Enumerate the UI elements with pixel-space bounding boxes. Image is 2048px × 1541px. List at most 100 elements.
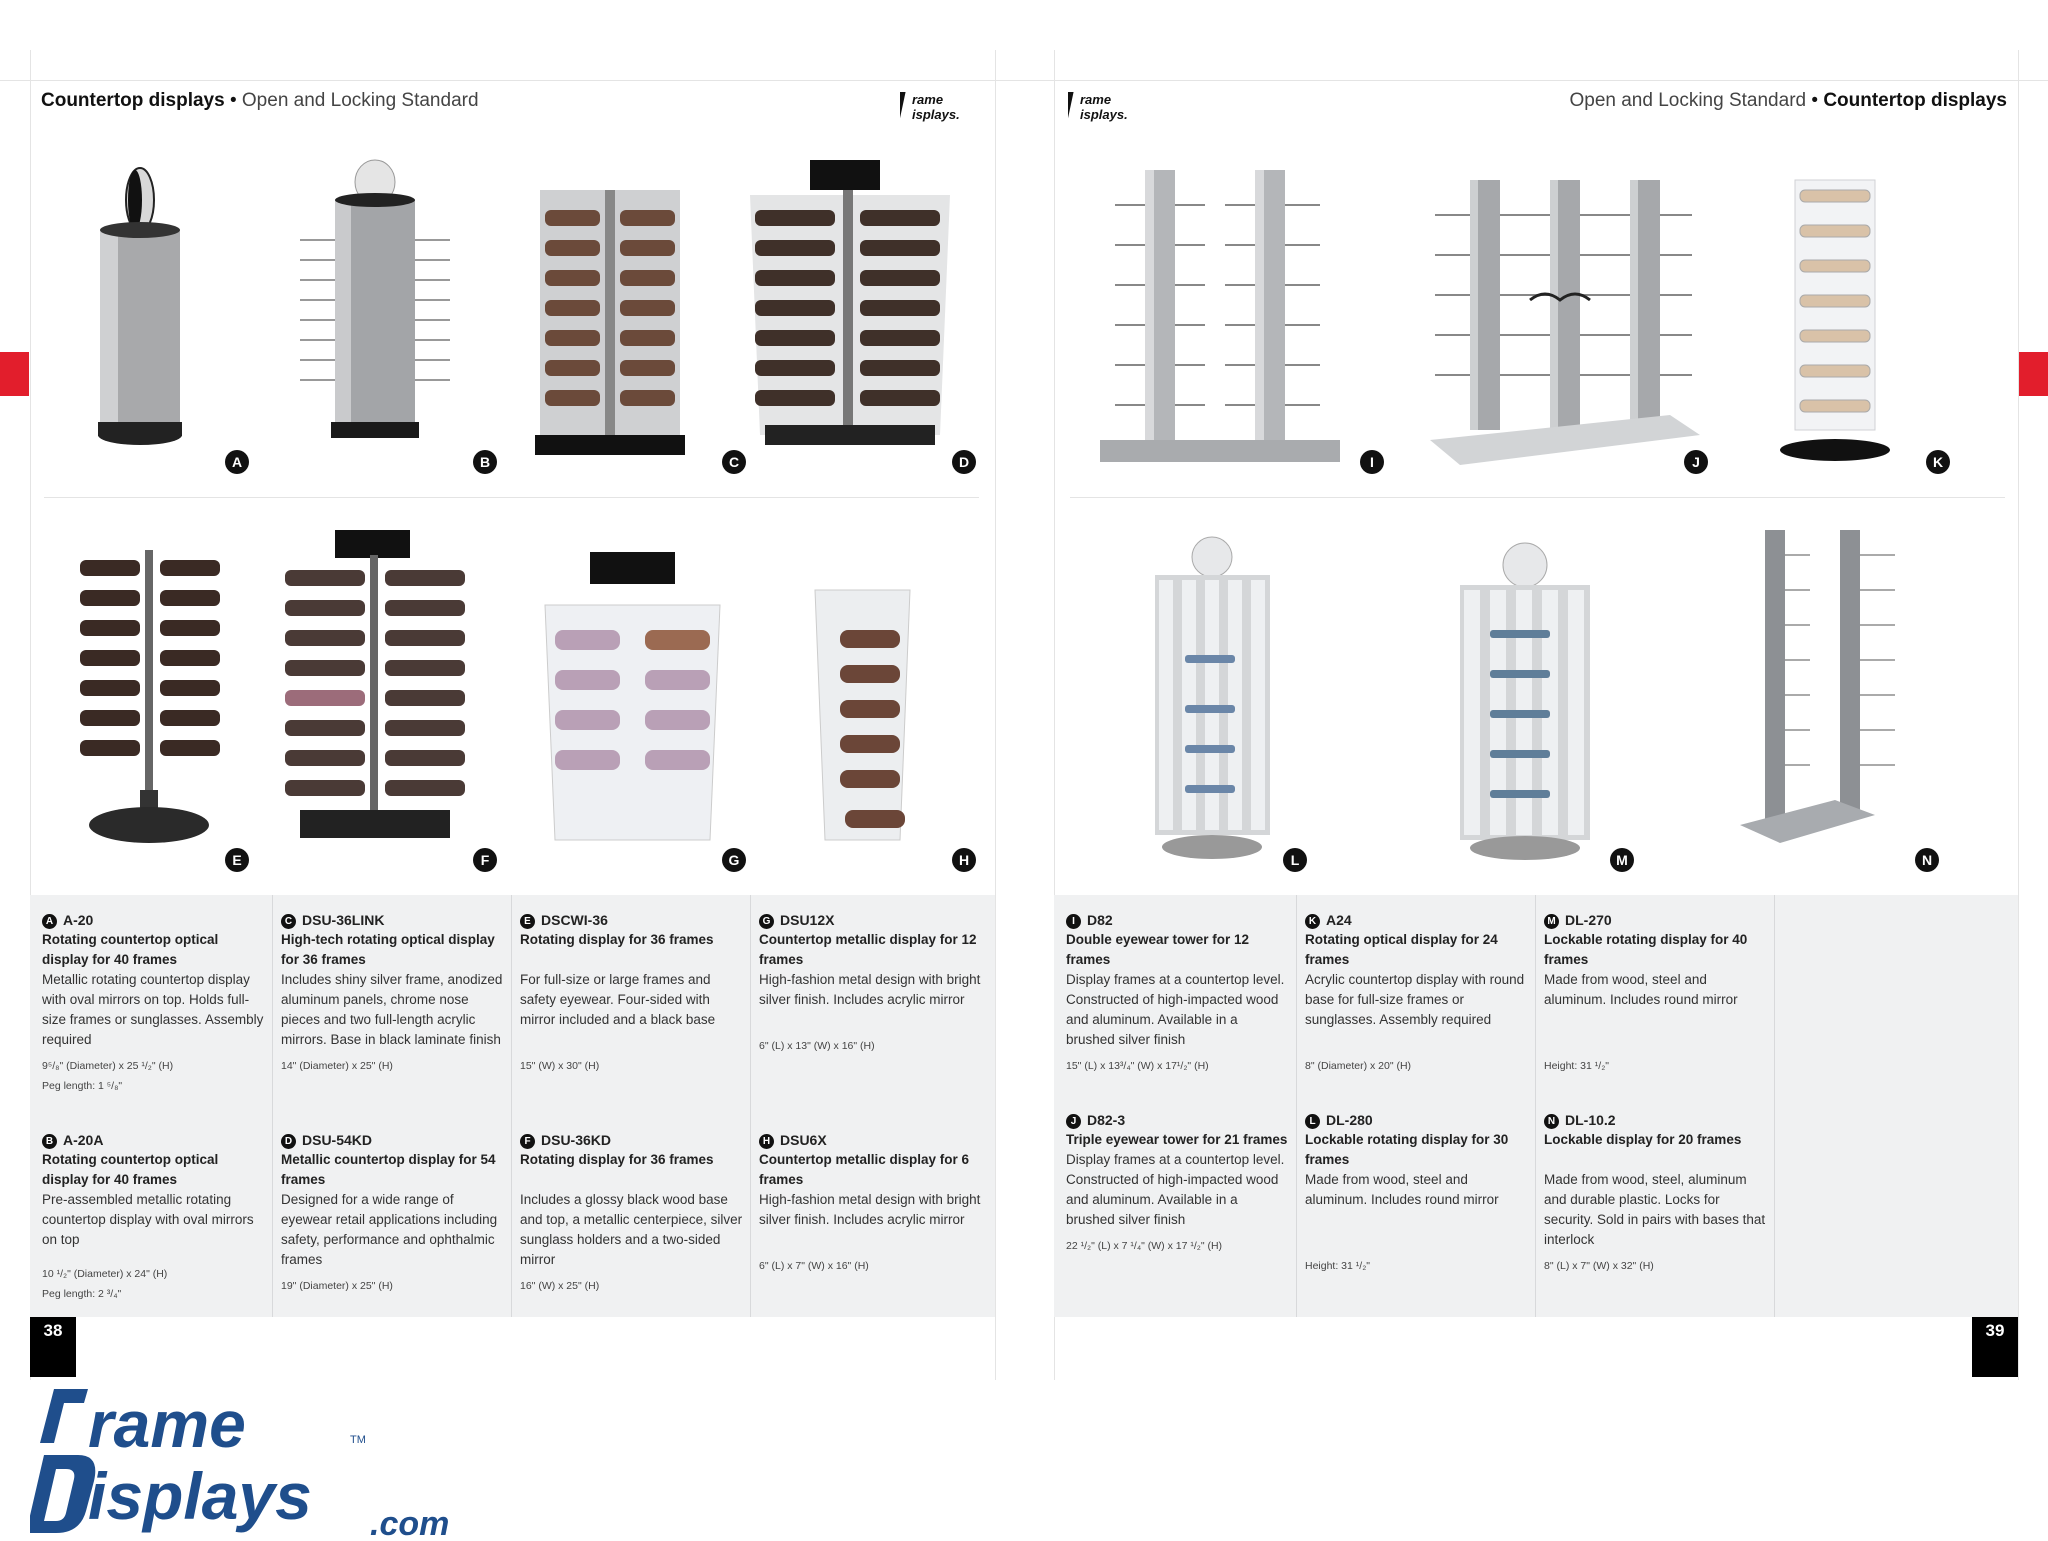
- product-image-c: [520, 180, 700, 460]
- spec-dimensions: 15" (L) x 13³/₄" (W) x 17¹/₂" (H): [1066, 1060, 1209, 1072]
- svg-text:isplays.: isplays.: [912, 107, 960, 122]
- spec-title: Rotating optical display for 24 frames: [1305, 932, 1498, 967]
- spec-dimensions: 16" (W) x 25" (H): [520, 1280, 600, 1292]
- product-image-g: [535, 550, 730, 850]
- spec-letter-badge: K: [1305, 914, 1320, 929]
- product-image-i: [1095, 165, 1345, 470]
- spec-letter-badge: M: [1544, 914, 1559, 929]
- brand-logo-mark: [26, 1389, 96, 1533]
- header-subtitle: Open and Locking Standard: [241, 90, 479, 111]
- badge-j: J: [1684, 450, 1708, 474]
- badge-d: D: [952, 450, 976, 474]
- mini-brand-logo-left: rame isplays.: [893, 90, 984, 124]
- header-subtitle: Open and Locking Standard: [1569, 90, 1807, 111]
- spec-description: Made from wood, steel and aluminum. Incl…: [1305, 1172, 1499, 1207]
- spec-description: Pre-assembled metallic rotating countert…: [42, 1192, 254, 1247]
- spec-title: Rotating countertop optical display for …: [42, 932, 219, 967]
- spec-letter-badge: C: [281, 914, 296, 929]
- spec-peg-length: Peg length: 2 ³/₄": [42, 1288, 122, 1300]
- product-image-d: [740, 155, 960, 460]
- left-page-header: Countertop displays • Open and Locking S…: [41, 90, 479, 112]
- product-image-a: [85, 160, 195, 460]
- spec-dimensions: 8" (Diameter) x 20" (H): [1305, 1060, 1412, 1072]
- spec-title: Metallic countertop display for 54 frame…: [281, 1152, 496, 1187]
- spec-divider: [511, 895, 512, 1317]
- badge-c: C: [722, 450, 746, 474]
- right-page-edge: [2018, 50, 2019, 1380]
- spec-letter-badge: E: [520, 914, 535, 929]
- spec-divider: [1774, 895, 1775, 1317]
- badge-l: L: [1283, 848, 1307, 872]
- spec-title: Lockable display for 20 frames: [1544, 1132, 1742, 1147]
- header-section-title: Countertop displays: [1823, 90, 2007, 111]
- section-tab-left: [0, 352, 29, 396]
- spec-title: Countertop metallic display for 12 frame…: [759, 932, 977, 967]
- spec-dimensions: 19" (Diameter) x 25" (H): [281, 1280, 393, 1292]
- svg-text:isplays.: isplays.: [1080, 107, 1128, 122]
- section-tab-right: [2019, 352, 2048, 396]
- spec-letter-badge: I: [1066, 914, 1081, 929]
- product-image-j: [1430, 175, 1700, 470]
- product-image-m: [1450, 540, 1600, 865]
- page-number-left: 38: [30, 1317, 76, 1377]
- product-image-k: [1775, 175, 1895, 465]
- spec-title: Lockable rotating display for 30 frames: [1305, 1132, 1509, 1167]
- product-image-b: [295, 159, 455, 460]
- brand-logo: rame TM isplays .com: [26, 1385, 470, 1541]
- brand-logo-tm: TM: [350, 1434, 366, 1446]
- spec-dimensions: Height: 31 ¹/₂": [1305, 1260, 1370, 1272]
- spec-description: Made from wood, steel and aluminum. Incl…: [1544, 972, 1738, 1007]
- right-spec-panel: [1054, 895, 2018, 1317]
- header-section-title: Countertop displays: [41, 90, 225, 111]
- page-number-right: 39: [1972, 1317, 2018, 1377]
- spec-title: Rotating countertop optical display for …: [42, 1152, 219, 1187]
- badge-m: M: [1610, 848, 1634, 872]
- brand-logo-suffix: .com: [370, 1505, 449, 1536]
- spec-divider: [1296, 895, 1297, 1317]
- badge-g: G: [722, 848, 746, 872]
- spec-dimensions: 15" (W) x 30" (H): [520, 1060, 600, 1072]
- spec-description: For full-size or large frames and safety…: [520, 972, 716, 1027]
- spec-letter-badge: F: [520, 1134, 535, 1149]
- spec-description: Acrylic countertop display with round ba…: [1305, 972, 1525, 1027]
- spec-title: Triple eyewear tower for 21 frames: [1066, 1132, 1288, 1147]
- spec-title: High-tech rotating optical display for 3…: [281, 932, 495, 967]
- spec-description: Includes shiny silver frame, anodized al…: [281, 972, 503, 1047]
- spec-description: Display frames at a countertop level. Co…: [1066, 1152, 1285, 1227]
- spec-dimensions: Height: 31 ¹/₂": [1544, 1060, 1609, 1072]
- spec-description: High-fashion metal design with bright si…: [759, 1192, 981, 1227]
- badge-h: H: [952, 848, 976, 872]
- spec-title: Rotating display for 36 frames: [520, 1152, 714, 1167]
- badge-b: B: [473, 450, 497, 474]
- spec-description: Display frames at a countertop level. Co…: [1066, 972, 1285, 1047]
- spec-title: Countertop metallic display for 6 frames: [759, 1152, 970, 1187]
- badge-k: K: [1926, 450, 1950, 474]
- spec-description: Made from wood, steel, aluminum and dura…: [1544, 1172, 1766, 1247]
- spec-title: Double eyewear tower for 12 frames: [1066, 932, 1250, 967]
- spine-left: [995, 50, 996, 1380]
- svg-text:rame: rame: [1080, 92, 1111, 107]
- spec-dimensions: 6" (L) x 7" (W) x 16" (H): [759, 1260, 869, 1272]
- spec-divider: [750, 895, 751, 1317]
- spec-dimensions: 8" (L) x 7" (W) x 32" (H): [1544, 1260, 1654, 1272]
- spec-letter-badge: H: [759, 1134, 774, 1149]
- spec-letter-badge: G: [759, 914, 774, 929]
- brand-logo-line1: rame: [88, 1387, 246, 1461]
- badge-e: E: [225, 848, 249, 872]
